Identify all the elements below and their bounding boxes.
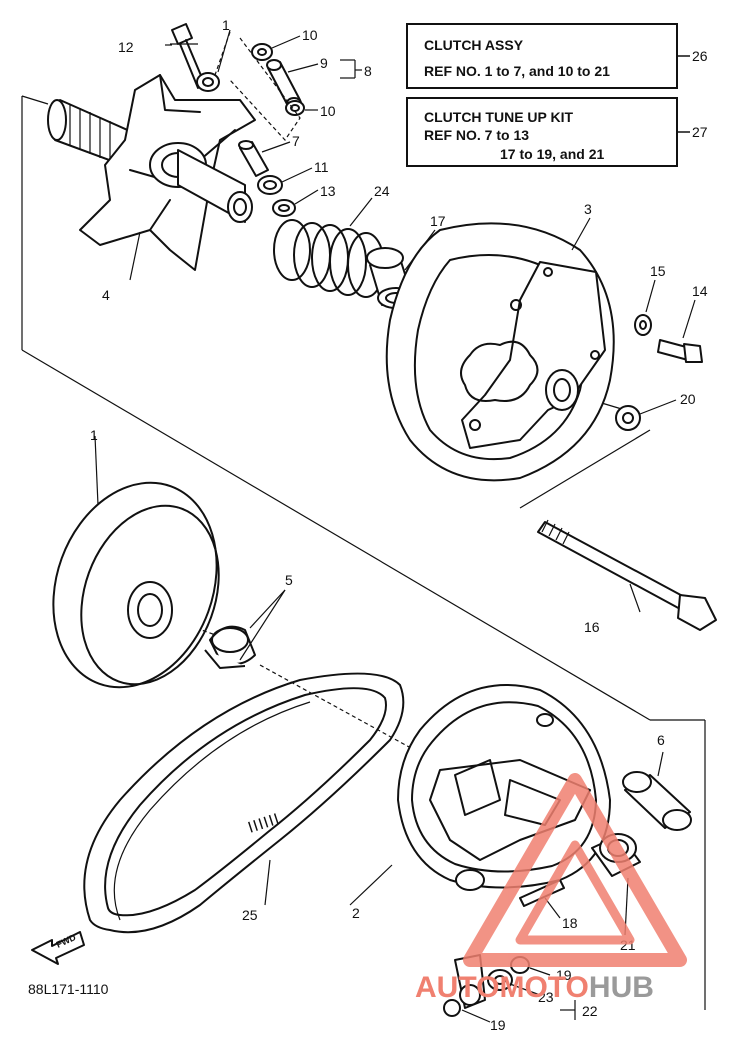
callout-19-b: 19	[490, 1017, 506, 1033]
part-23-roller	[487, 969, 513, 991]
legend-kit-ref-line1: REF NO. 7 to 13	[424, 127, 529, 143]
callout-24: 24	[374, 183, 390, 199]
part-14-bolt	[657, 339, 703, 363]
belt-marks: IIIIII	[246, 811, 282, 837]
part-6-sleeve	[622, 771, 692, 831]
legend-assy-title: CLUTCH ASSY	[424, 37, 524, 53]
fwd-arrow-icon: FWD	[31, 931, 85, 965]
part-11-washer-top	[196, 72, 220, 92]
legend-clutch-tune-up-kit: CLUTCH TUNE UP KIT REF NO. 7 to 13 17 to…	[406, 97, 708, 167]
callout-5: 5	[285, 572, 293, 588]
part-15-washer	[634, 314, 652, 336]
callout-1-sheave: 1	[90, 427, 98, 443]
callout-22: 22	[582, 1003, 598, 1019]
callout-16: 16	[584, 619, 600, 635]
callout-15: 15	[650, 263, 666, 279]
callout-18: 18	[562, 915, 578, 931]
part-2-movable-sheave	[397, 684, 611, 891]
part-22-arm	[454, 954, 486, 1009]
legend-assy-number: 26	[692, 48, 708, 64]
leader-lines	[94, 29, 696, 1023]
part-11-roller	[257, 175, 283, 195]
callout-11: 11	[314, 159, 329, 175]
part-10-washer-bottom	[285, 100, 305, 116]
watermark-text: AUTOMOTOHUB	[415, 971, 654, 1004]
part-4-spider-hub	[47, 74, 256, 271]
callout-25: 25	[242, 907, 258, 923]
part-7-pin	[238, 140, 269, 177]
part-16-long-bolt	[537, 519, 717, 631]
legend-kit-title: CLUTCH TUNE UP KIT	[424, 109, 574, 125]
watermark-main: HUB	[589, 971, 654, 1004]
callout-4: 4	[102, 287, 110, 303]
part-3-cover	[385, 222, 615, 482]
callout-10-top: 10	[302, 27, 318, 43]
watermark-logo	[463, 773, 687, 967]
part-1-sheave	[52, 481, 220, 689]
callout-20: 20	[680, 391, 696, 407]
callout-19-a: 19	[556, 967, 572, 983]
legend-clutch-assy: CLUTCH ASSY REF NO. 1 to 7, and 10 to 21…	[406, 23, 708, 89]
part-13-bushing	[272, 199, 296, 217]
part-24-spring	[273, 219, 385, 298]
callout-1-top: 1	[222, 17, 230, 33]
callout-7: 7	[292, 133, 300, 149]
callout-10-bottom: 10	[320, 103, 336, 119]
part-code: 88L171-1110	[28, 981, 109, 997]
legend-assy-ref: REF NO. 1 to 7, and 10 to 21	[424, 63, 610, 79]
part-12-bolt	[170, 23, 206, 89]
part-10-washer-top	[251, 43, 273, 61]
callout-23: 23	[538, 989, 554, 1005]
callout-12: 12	[118, 39, 134, 55]
callout-17: 17	[430, 213, 446, 229]
callout-14: 14	[692, 283, 708, 299]
legend-kit-number: 27	[692, 124, 708, 140]
legend-kit-ref-line2: 17 to 19, and 21	[500, 146, 604, 162]
part-20-washer	[615, 405, 641, 431]
part-25-belt: IIIIII	[83, 672, 405, 934]
callout-8: 8	[364, 63, 372, 79]
part-19-roller-b	[443, 999, 461, 1017]
callout-13: 13	[320, 183, 336, 199]
callout-2: 2	[352, 905, 360, 921]
callout-3: 3	[584, 201, 592, 217]
callout-6: 6	[657, 732, 665, 748]
callout-9: 9	[320, 55, 328, 71]
watermark-accent: AUTOMOTO	[415, 971, 589, 1004]
